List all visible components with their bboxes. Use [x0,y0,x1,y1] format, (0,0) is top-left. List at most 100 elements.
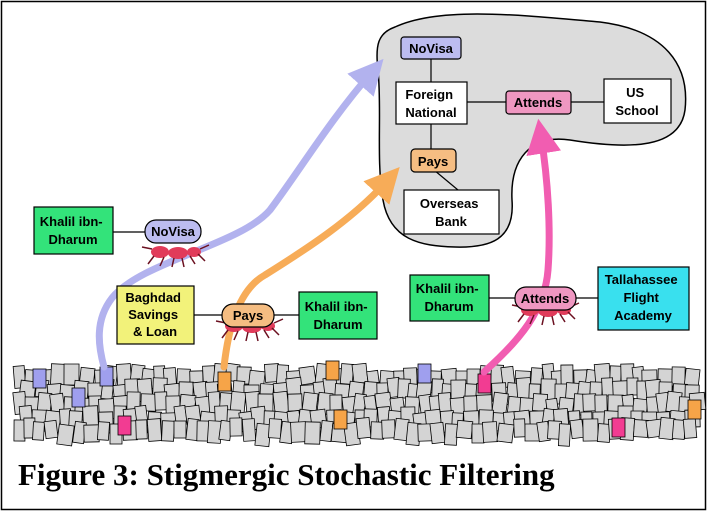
document-page [96,421,111,441]
overseas-bank-line-1: Overseas [420,196,479,211]
pattern-attends-node: Attends [505,90,572,115]
document-page [32,421,45,441]
highlighted-document [99,366,114,387]
pattern-links [430,59,604,191]
agent-right-entity-right-box [597,266,690,331]
agent-middle-entity-right-line-1: Khalil ibn- [305,299,368,314]
document-page [429,421,446,445]
foreign-national-line-2: National [405,105,456,120]
pattern-overseas-bank-node: Overseas Bank [403,189,500,235]
us-school-line-1: US [626,85,644,100]
svg-text:Baghdad Savings &: Baghdad Savings & Loan [125,290,184,339]
document-page [444,423,458,446]
document-page [43,419,59,440]
document-page [482,421,498,443]
document-page [83,424,100,443]
overseas-bank-line-2: Bank [435,214,468,229]
document-page [355,416,372,440]
agent-middle: Baghdad Savings & Loan Pays Khalil ibn- … [116,285,378,345]
agent-middle-entity-right-line-2: Dharum [313,317,362,332]
svg-text:Overseas Bank: Overseas Bank [420,196,482,229]
document-page [13,419,26,442]
highlighted-document [611,417,626,438]
agent-left-entity-line-1: Khalil ibn- [40,214,103,229]
agent-right-entity-right-line-3: Academy [614,308,673,323]
agent-right-relation-box [514,286,577,311]
document-page [601,377,614,397]
agent-right-entity-right-line-2: Flight [623,290,659,305]
svg-text:Foreign National: Foreign National [405,87,456,120]
agent-left-relation-label: NoVisa [151,224,196,239]
document-page [351,362,369,385]
pattern-us-school-node: US School [603,78,672,124]
document-page [287,393,303,412]
document-page [135,419,148,440]
highlighted-document [117,415,132,436]
document-page [594,394,608,413]
svg-text:Khalil ibn- Dharum: Khalil ibn- Dharum [416,281,482,314]
attends-arrow [480,118,562,376]
document-page [582,418,599,442]
document-page [56,423,75,447]
document-page [626,377,639,396]
pattern-foreign-national-node: Foreign National [395,81,468,125]
document-page [557,423,572,447]
agent-right-relation-label: Attends [521,291,569,306]
agent-right: Khalil ibn- Dharum Attends Tallahassee F… [409,266,690,331]
document-page [272,390,290,415]
pattern-attends-label: Attends [514,95,562,110]
pattern-novisa-node: NoVisa [400,36,462,60]
highlighted-document [71,387,86,408]
document-page [471,423,485,444]
agent-right-entity-right-line-1: Tallahassee [605,272,678,287]
highlighted-document [333,409,348,430]
document-page [513,418,526,438]
document-page [50,363,66,386]
highlighted-document [477,373,492,394]
document-page [381,419,396,439]
agent-right-entity-left-line-1: Khalil ibn- [416,281,479,296]
document-page [298,365,317,386]
svg-text:Khalil ibn- Dharum: Khalil ibn- Dharum [305,299,371,332]
highlighted-document [32,368,47,389]
highlighted-document [325,360,340,381]
document-page [161,420,175,442]
agent-middle-entity-left-line-2: Savings [128,307,178,322]
document-page [146,418,163,442]
novisa-arrow [95,58,384,371]
highlighted-document [417,363,432,384]
document-page [304,421,321,445]
document-page [682,418,698,439]
agent-left-entity-line-2: Dharum [48,232,97,247]
agent-middle-entity-left-line-3: & Loan [133,324,177,339]
us-school-line-2: School [615,103,658,118]
document-pile [12,360,707,448]
document-page [671,366,686,387]
svg-text:Tallahassee Flight: Tallahassee Flight Academy [605,272,681,323]
svg-text:US School: US School [615,85,658,118]
document-page [437,392,453,414]
pattern-pays-label: Pays [418,154,448,169]
document-page [290,421,307,443]
document-page [241,418,257,442]
document-page [154,391,168,411]
agent-middle-entity-left-line-1: Baghdad [125,290,181,305]
document-page [229,417,243,437]
agent-middle-relation-box [221,303,275,328]
document-page [455,419,474,440]
highlighted-document [217,371,232,392]
agent-middle-entity-right-box [298,291,378,340]
pattern-pays-node: Pays [410,148,457,173]
figure-caption: Figure 3: Stigmergic Stochastic Filterin… [18,457,555,492]
document-page [496,422,515,444]
highlighted-document [687,399,702,420]
pattern-novisa-label: NoVisa [409,41,454,56]
svg-text:Khalil ibn- Dharum: Khalil ibn- Dharum [40,214,106,247]
agent-right-entity-left-line-2: Dharum [424,299,473,314]
agent-left-relation-box [144,219,202,244]
agent-left: Khalil ibn- Dharum NoVisa [33,206,210,268]
document-page [267,418,283,439]
foreign-national-line-1: Foreign [405,87,453,102]
